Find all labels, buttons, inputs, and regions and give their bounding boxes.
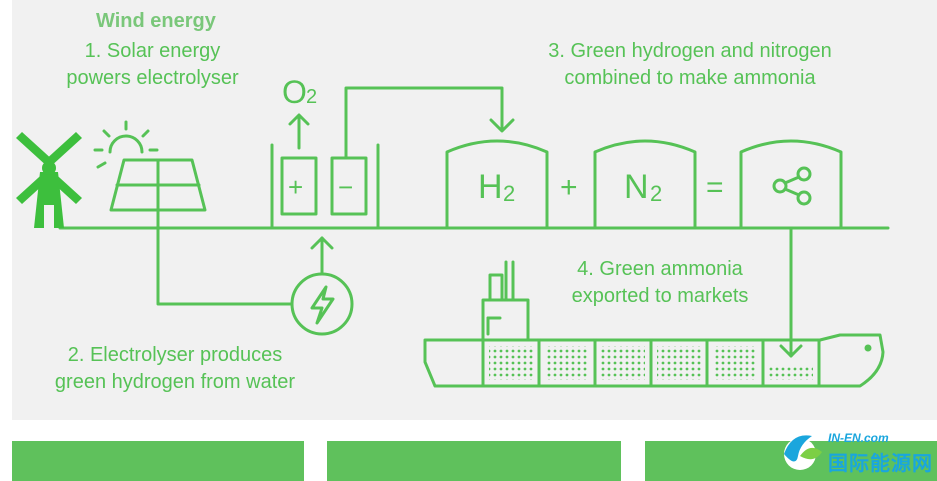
share-icon	[772, 166, 812, 206]
hydrogen-tank	[445, 139, 549, 230]
solar-panel-icon	[109, 158, 207, 230]
ship-icon	[423, 260, 885, 388]
bottom-bar-1	[12, 441, 304, 481]
panel-wire	[156, 226, 293, 306]
step2-label: 2. Electrolyser produces green hydrogen …	[25, 342, 325, 396]
step3-label: 3. Green hydrogen and nitrogen combined …	[515, 38, 865, 92]
bottom-bar-2	[327, 441, 621, 481]
cargo-hold-partial	[769, 366, 813, 380]
nitrogen-subscript: 2	[650, 181, 662, 206]
step2-line1: 2. Electrolyser produces	[67, 344, 283, 366]
step4-label: 4. Green ammonia exported to markets	[540, 256, 780, 310]
cargo-hold	[489, 346, 533, 380]
nitrogen-tank	[593, 139, 697, 230]
wind-energy-label: Wind energy	[96, 10, 216, 32]
cargo-hold	[657, 346, 701, 380]
plus-sign: +	[560, 171, 578, 204]
sun-icon	[93, 120, 159, 169]
export-arrow-head	[779, 344, 803, 358]
step4-line2: exported to markets	[571, 285, 749, 307]
windmill-icon	[16, 132, 82, 228]
hydrogen-symbol: H	[478, 168, 503, 206]
oxygen-subscript: 2	[306, 86, 317, 108]
electrolyser-icon	[270, 86, 515, 230]
step3-line1: 3. Green hydrogen and nitrogen	[548, 40, 832, 62]
step1-line1: 1. Solar energy	[84, 40, 221, 62]
step1-line2: powers electrolyser	[66, 67, 239, 89]
oxygen-symbol: O	[282, 74, 307, 110]
watermark-name: 国际能源网	[828, 453, 933, 475]
hydrogen-subscript: 2	[503, 181, 515, 206]
step3-line2: combined to make ammonia	[564, 67, 816, 89]
equals-sign: =	[706, 171, 724, 204]
power-icon	[290, 272, 354, 336]
cargo-holds	[489, 346, 813, 380]
cargo-hold	[713, 346, 757, 380]
watermark-logo-icon	[784, 424, 822, 470]
nitrogen-symbol: N	[624, 168, 649, 206]
cargo-hold	[545, 346, 589, 380]
lightning-icon	[310, 285, 335, 325]
anode-sign: +	[288, 172, 303, 202]
power-arrow-head	[310, 236, 334, 250]
step2-line2: green hydrogen from water	[54, 371, 296, 393]
step4-line1: 4. Green ammonia	[577, 258, 743, 280]
step1-label: 1. Solar energy powers electrolyser	[40, 38, 265, 92]
watermark-domain: IN-EN.com	[828, 431, 889, 445]
cargo-hold	[601, 346, 645, 380]
cathode-sign: −	[338, 172, 353, 202]
ammonia-tank	[739, 139, 843, 230]
